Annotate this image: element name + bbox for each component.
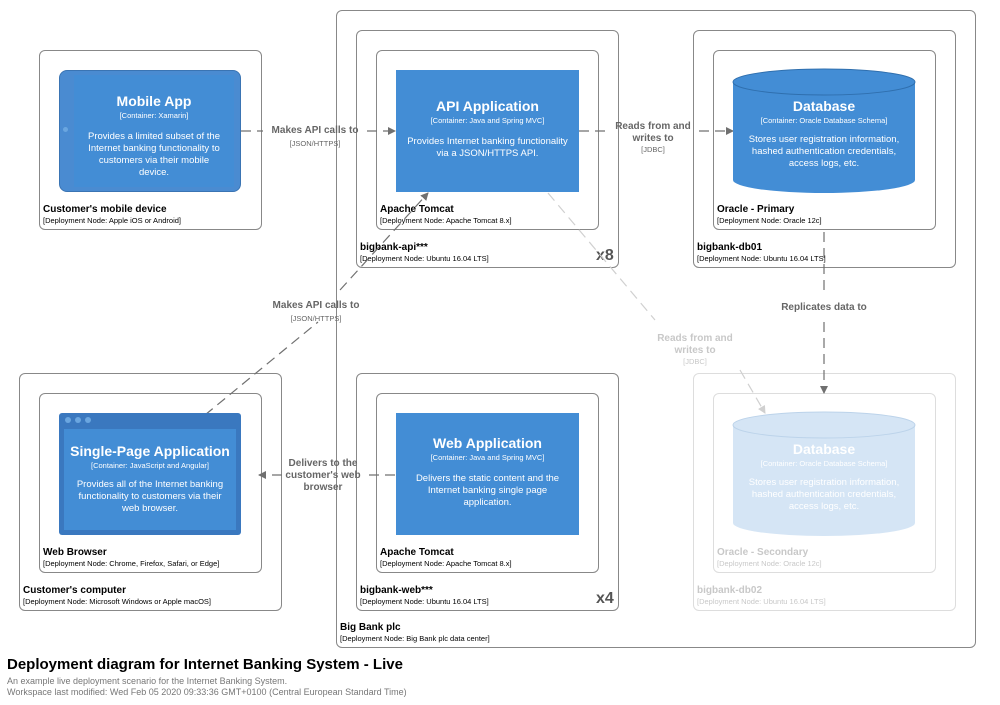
edge-label-api-db: Reads from and writes to	[615, 121, 691, 144]
node-bigbank-api[interactable]	[356, 30, 619, 268]
node-bigbank-db01-tech: [Deployment Node: Ubuntu 16.04 LTS]	[697, 254, 826, 263]
web-app-desc: Delivers the static content and the Inte…	[415, 473, 560, 508]
edge-tech-spa-api: [JSON/HTTPS]	[290, 314, 342, 323]
browser-dot-icon	[85, 417, 91, 423]
edge-spa-api-b	[339, 192, 429, 291]
database-tech: [Container: Oracle Database Schema]	[760, 116, 888, 125]
browser-dot-icon	[65, 417, 71, 423]
container-database-secondary[interactable]: Database [Container: Oracle Database Sch…	[733, 441, 915, 531]
edge-label-web-spa: Delivers to the customer's web browser	[285, 458, 361, 493]
edge-tech-api-db2: [JDBC]	[683, 357, 707, 366]
node-customer-computer[interactable]	[19, 373, 282, 611]
node-oracle-primary-name: Oracle - Primary	[717, 204, 795, 215]
workspace-modified: Workspace last modified: Wed Feb 05 2020…	[7, 687, 407, 697]
mobile-home-button-icon	[63, 127, 68, 132]
database-cylinder-secondary	[732, 411, 916, 536]
node-big-bank-name: Big Bank plc	[340, 622, 401, 633]
edge-spa-api-a	[204, 321, 319, 416]
node-oracle-primary[interactable]	[713, 50, 936, 230]
node-tomcat-web-tech: [Deployment Node: Apache Tomcat 8.x]	[380, 559, 512, 568]
container-mobile-app[interactable]: Mobile App [Container: Xamarin] Provides…	[59, 70, 241, 192]
node-mobile-device-tech: [Deployment Node: Apple iOS or Android]	[43, 216, 181, 225]
node-tomcat-web[interactable]	[376, 393, 599, 573]
api-app-name: API Application	[436, 98, 539, 114]
node-bigbank-db01-name: bigbank-db01	[697, 242, 763, 253]
node-bigbank-web-tech: [Deployment Node: Ubuntu 16.04 LTS]	[360, 597, 489, 606]
node-bigbank-web-name: bigbank-web***	[360, 585, 433, 596]
browser-toolbar	[59, 413, 241, 427]
node-tomcat-api-name: Apache Tomcat	[380, 204, 454, 215]
spa-tech: [Container: JavaScript and Angular]	[91, 461, 209, 470]
database-name: Database	[792, 98, 856, 114]
node-oracle-secondary-name: Oracle - Secondary	[717, 547, 809, 558]
diagram-title: Deployment diagram for Internet Banking …	[7, 656, 403, 673]
node-web-browser[interactable]	[39, 393, 262, 573]
database-desc: Stores user registration information, ha…	[748, 134, 900, 169]
database-cylinder-primary	[732, 68, 916, 193]
database-secondary-name: Database	[792, 441, 856, 457]
node-big-bank[interactable]	[336, 10, 976, 648]
browser-viewport	[64, 429, 236, 530]
diagram-description: An example live deployment scenario for …	[7, 676, 288, 686]
node-bigbank-api-name: bigbank-api***	[360, 242, 428, 253]
node-customer-computer-name: Customer's computer	[23, 585, 126, 596]
node-web-browser-tech: [Deployment Node: Chrome, Firefox, Safar…	[43, 559, 220, 568]
container-api-application[interactable]: API Application [Container: Java and Spr…	[396, 70, 579, 192]
container-web-application[interactable]: Web Application [Container: Java and Spr…	[396, 413, 579, 535]
edge-tech-mobile-api: [JSON/HTTPS]	[289, 139, 341, 148]
edge-label-mobile-api: Makes API calls to	[271, 125, 359, 136]
node-oracle-secondary-tech: [Deployment Node: Oracle 12c]	[717, 559, 822, 568]
mobile-screen	[74, 75, 234, 187]
database-secondary-desc: Stores user registration information, ha…	[748, 477, 900, 512]
node-tomcat-web-name: Apache Tomcat	[380, 547, 454, 558]
database-secondary-tech: [Container: Oracle Database Schema]	[760, 459, 888, 468]
node-bigbank-db02-tech: [Deployment Node: Ubuntu 16.04 LTS]	[697, 597, 826, 606]
browser-dot-icon	[75, 417, 81, 423]
spa-desc: Provides all of the Internet banking fun…	[76, 479, 224, 514]
mobile-app-desc: Provides a limited subset of the Interne…	[87, 131, 220, 178]
edge-api-db2-a	[547, 192, 656, 321]
mobile-app-name: Mobile App	[116, 93, 192, 109]
node-mobile-device[interactable]	[39, 50, 262, 230]
container-single-page-application[interactable]: Single-Page Application [Container: Java…	[59, 413, 241, 535]
edge-label-spa-api: Makes API calls to	[272, 300, 360, 311]
node-tomcat-api-tech: [Deployment Node: Apache Tomcat 8.x]	[380, 216, 512, 225]
container-database[interactable]: Database [Container: Oracle Database Sch…	[733, 98, 915, 188]
edge-tech-api-db: [JDBC]	[641, 145, 665, 154]
node-bigbank-api-tech: [Deployment Node: Ubuntu 16.04 LTS]	[360, 254, 489, 263]
edge-label-api-db2: Reads from and writes to	[657, 333, 733, 356]
api-app-tech: [Container: Java and Spring MVC]	[430, 116, 545, 125]
node-big-bank-tech: [Deployment Node: Big Bank plc data cent…	[340, 634, 490, 643]
node-mobile-device-name: Customer's mobile device	[43, 204, 167, 215]
web-app-tech: [Container: Java and Spring MVC]	[430, 453, 545, 462]
node-oracle-primary-tech: [Deployment Node: Oracle 12c]	[717, 216, 822, 225]
node-bigbank-web[interactable]	[356, 373, 619, 611]
node-customer-computer-tech: [Deployment Node: Microsoft Windows or A…	[23, 597, 211, 606]
mobile-app-tech: [Container: Xamarin]	[119, 111, 189, 120]
web-app-name: Web Application	[433, 435, 542, 451]
spa-name: Single-Page Application	[70, 443, 230, 459]
node-tomcat-api[interactable]	[376, 50, 599, 230]
api-app-desc: Provides Internet banking functionality …	[407, 136, 568, 159]
node-web-browser-name: Web Browser	[43, 547, 107, 558]
edge-label-replicates: Replicates data to	[781, 302, 867, 313]
node-bigbank-db02-name: bigbank-db02	[697, 585, 763, 596]
node-bigbank-web-multiplier: x4	[596, 590, 614, 607]
node-bigbank-api-multiplier: x8	[596, 247, 614, 264]
edge-api-db2-b	[739, 369, 766, 414]
